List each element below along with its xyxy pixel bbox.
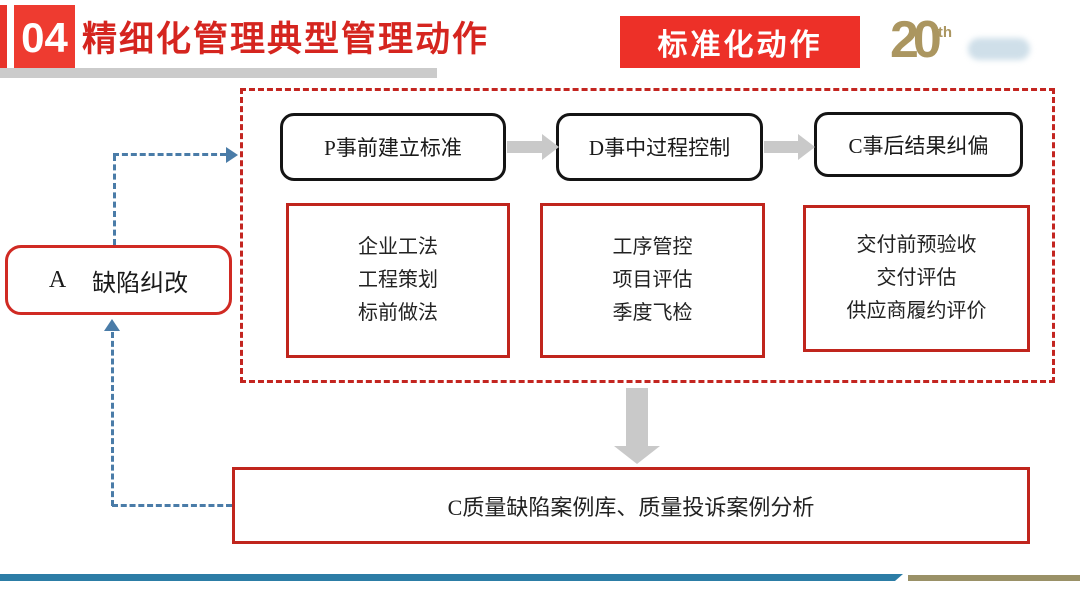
loop-box-letter: A [48, 266, 67, 293]
detail-line: 工程策划 [358, 269, 438, 291]
connector-a-up-vertical [113, 155, 116, 245]
arrow-p-to-d-shaft [507, 141, 544, 153]
arrow-p-to-d-head [542, 134, 559, 160]
detail-line: 季度飞检 [612, 302, 693, 324]
logo-suffix: th [937, 24, 953, 41]
detail-box-plan: 企业工法 工程策划 标前做法 [286, 203, 510, 358]
result-box-label: C质量缺陷案例库、质量投诉案例分析 [447, 494, 815, 520]
detail-line: 工序管控 [612, 236, 693, 258]
detail-box-check: 交付前预验收 交付评估 供应商履约评价 [803, 205, 1030, 352]
detail-line: 项目评估 [612, 269, 693, 291]
divider-gold-segment [908, 575, 1080, 581]
banner-label: 标准化动作 [620, 16, 860, 68]
detail-box-do: 工序管控 项目评估 季度飞检 [540, 203, 765, 358]
standardized-actions-frame [240, 88, 1055, 383]
stage-box-plan-label: P事前建立标准 [324, 136, 462, 160]
loop-box-label: 缺陷纠改 [92, 270, 189, 297]
stage-box-plan: P事前建立标准 [280, 113, 506, 181]
connector-a-right-horizontal [113, 153, 226, 156]
stage-box-do: D事中过程控制 [556, 113, 763, 181]
stage-box-check-label: C事后结果纠偏 [848, 133, 989, 158]
down-arrow-head [614, 446, 660, 464]
detail-line: 交付前预验收 [856, 234, 977, 256]
badge-accent-strip [0, 5, 7, 70]
title-underline-bar [0, 68, 437, 78]
detail-line: 供应商履约评价 [846, 300, 987, 322]
connector-result-left-horizontal [112, 504, 232, 507]
down-arrow-shaft [626, 388, 648, 446]
connector-result-up-vertical [111, 332, 114, 506]
loop-box-act: A 缺陷纠改 [5, 245, 232, 315]
connector-arrowhead-up-icon [104, 319, 120, 331]
section-number-badge: 04 [14, 5, 75, 70]
stage-box-check: C事后结果纠偏 [814, 112, 1023, 177]
connector-arrowhead-right-icon [226, 147, 238, 163]
logo-blurred-text [968, 38, 1030, 60]
arrow-d-to-c-shaft [764, 141, 800, 153]
divider-teal-segment [0, 574, 903, 581]
detail-line: 企业工法 [358, 236, 438, 258]
detail-line: 标前做法 [358, 302, 438, 324]
arrow-d-to-c-head [798, 134, 815, 160]
result-box: C质量缺陷案例库、质量投诉案例分析 [232, 467, 1030, 544]
detail-line: 交付评估 [876, 267, 957, 289]
page-title: 精细化管理典型管理动作 [82, 19, 490, 59]
stage-box-do-label: D事中过程控制 [588, 136, 731, 160]
logo-number: 20 [890, 11, 942, 69]
